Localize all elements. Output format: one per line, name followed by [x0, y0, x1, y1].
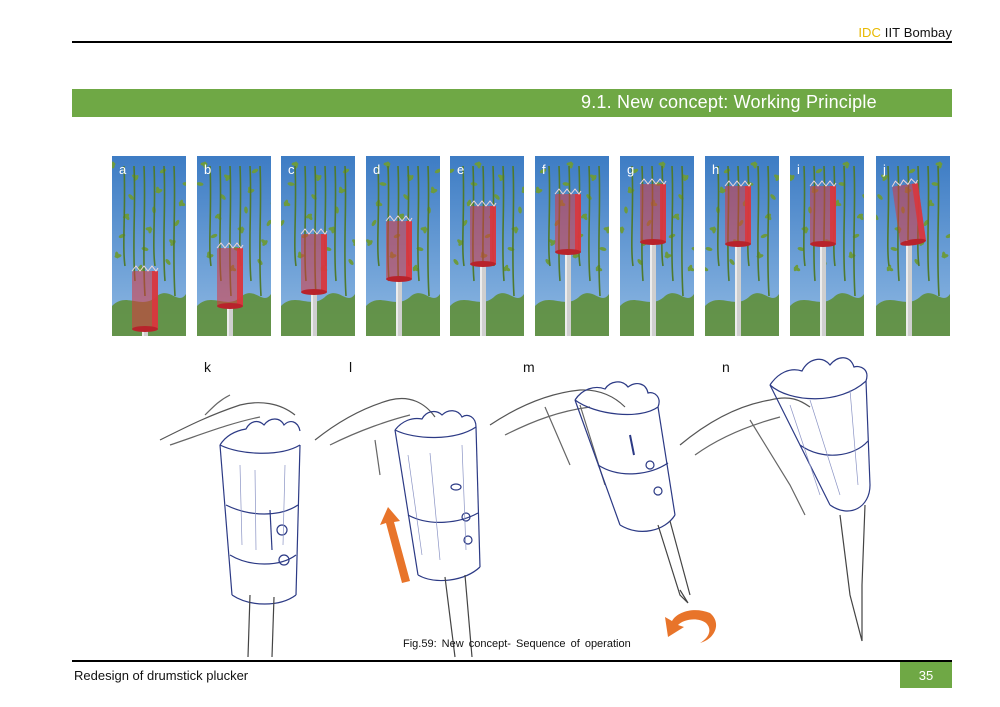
photo-f-image	[535, 156, 609, 336]
photo-h: h	[705, 156, 779, 336]
page-number-box: 35	[900, 662, 952, 688]
photo-label-i: i	[797, 162, 800, 177]
rotate-arrow-icon	[665, 610, 717, 643]
photo-c: c	[281, 156, 355, 336]
photo-g: g	[620, 156, 694, 336]
photo-g-image	[620, 156, 694, 336]
sketch-k	[159, 394, 301, 658]
photo-a-image	[112, 156, 186, 336]
header-brand: IDC IIT Bombay	[858, 25, 952, 40]
up-arrow-icon	[380, 507, 410, 583]
photo-label-e: e	[457, 162, 465, 177]
photo-b-image	[197, 156, 271, 336]
sketch-m	[489, 381, 691, 604]
sketch-l	[314, 397, 481, 658]
photo-i-image	[790, 156, 864, 336]
sketch-label-l: l	[349, 359, 353, 375]
photo-j: j	[876, 156, 950, 336]
brand-idc: IDC	[858, 25, 882, 40]
footer-rule	[72, 660, 952, 662]
figure-caption: Fig.59: New concept- Sequence of operati…	[403, 638, 631, 650]
photo-c-image	[281, 156, 355, 336]
photo-e: e	[450, 156, 524, 336]
photo-label-d: d	[373, 162, 381, 177]
photo-b: b	[197, 156, 271, 336]
photo-strip: a b c d e f g h i j	[112, 156, 952, 336]
photo-h-image	[705, 156, 779, 336]
photo-e-image	[450, 156, 524, 336]
section-title-bar: 9.1. New concept: Working Principle	[72, 89, 952, 117]
page-number: 35	[918, 668, 934, 683]
footer-title: Redesign of drumstick plucker	[74, 668, 249, 683]
photo-i: i	[790, 156, 864, 336]
sketch-label-m: m	[523, 359, 535, 375]
photo-label-g: g	[627, 162, 635, 177]
brand-iit: IIT Bombay	[881, 25, 952, 40]
photo-j-image	[876, 156, 950, 336]
photo-f: f	[535, 156, 609, 336]
photo-label-c: c	[288, 162, 295, 177]
photo-label-b: b	[204, 162, 212, 177]
photo-d-image	[366, 156, 440, 336]
section-title: 9.1. New concept: Working Principle	[581, 92, 877, 112]
sketch-area: k l m n	[150, 345, 890, 660]
photo-label-f: f	[542, 162, 546, 177]
photo-a: a	[112, 156, 186, 336]
photo-label-j: j	[883, 162, 886, 177]
sketch-label-k: k	[204, 359, 211, 375]
photo-label-h: h	[712, 162, 720, 177]
photo-label-a: a	[119, 162, 127, 177]
sketch-label-n: n	[722, 359, 730, 375]
sketch-n	[679, 357, 871, 642]
photo-d: d	[366, 156, 440, 336]
sketch-drawings	[159, 357, 871, 658]
header-rule	[72, 41, 952, 43]
